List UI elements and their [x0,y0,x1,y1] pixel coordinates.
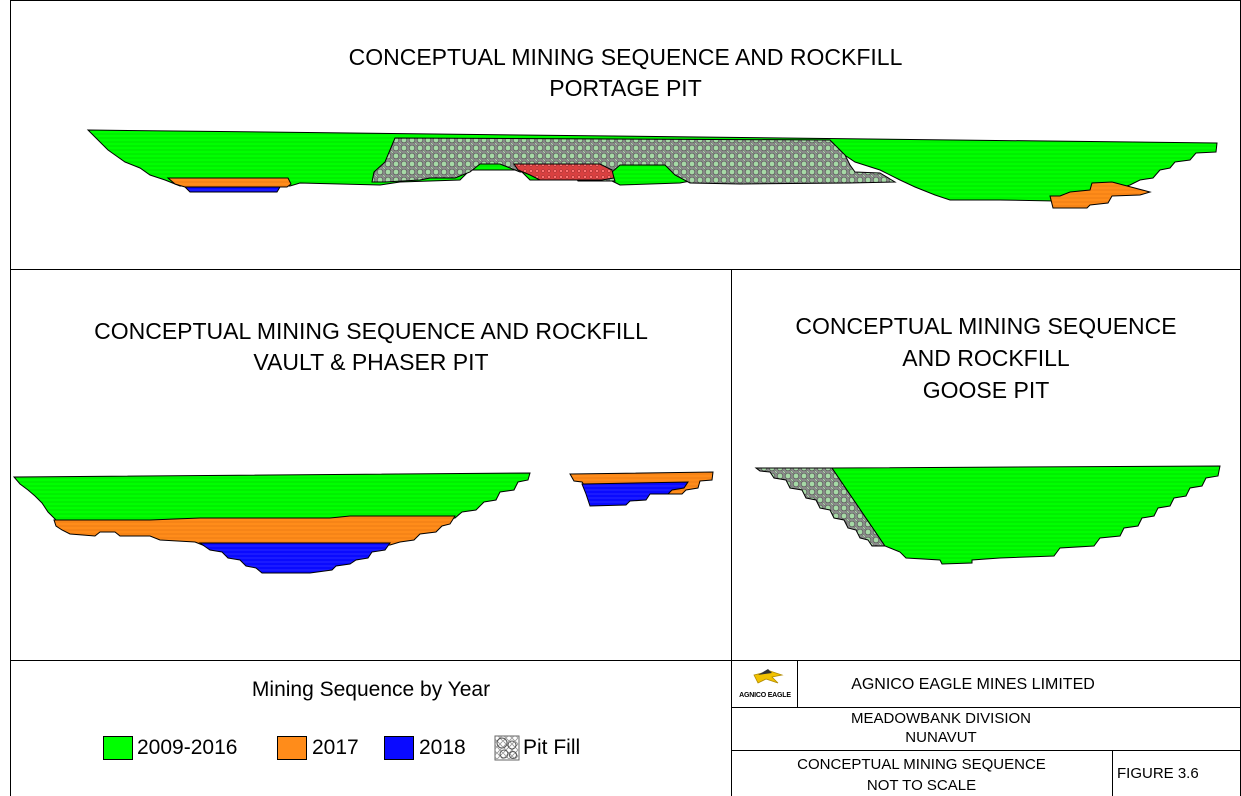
logo-text: AGNICO EAGLE [739,692,791,699]
vault-title-line2: VAULT & PHASER PIT [253,349,489,375]
vault-orange-zone [53,515,456,547]
portage-right-2017-zone [1049,181,1152,209]
portage-pit-fill-zone [371,137,897,185]
figure-number: FIGURE 3.6 [1117,765,1199,782]
goose-title-line3: GOOSE PIT [922,377,1050,403]
portage-title-line1: CONCEPTUAL MINING SEQUENCE AND ROCKFILL [348,44,903,70]
legend-label-2018: 2018 [419,736,466,759]
goose-pit-section [754,465,1221,565]
company-name: AGNICO EAGLE MINES LIMITED [851,676,1095,693]
divider-line [731,707,1241,708]
phaser-blue-zone [581,481,689,507]
drawing-title-line1: CONCEPTUAL MINING SEQUENCE [797,756,1046,773]
portage-left-2017-zone [166,177,292,188]
legend-label-pit-fill: Pit Fill [523,736,581,759]
division-line2: NUNAVUT [905,729,977,746]
legend-swatch-2009-2016 [103,736,133,760]
vault-title: CONCEPTUAL MINING SEQUENCE AND ROCKFILL … [10,316,732,378]
legend-title: Mining Sequence by Year [251,678,491,701]
pit-fill-legend-icon [494,735,520,761]
goose-title-line2: AND ROCKFILL [902,345,1070,371]
division-line1: MEADOWBANK DIVISION [850,710,1032,727]
divider-line [1112,750,1113,796]
drawing-title-line2: NOT TO SCALE [866,777,977,794]
goose-green-zone [831,465,1221,565]
portage-pit-section [86,129,1218,209]
legend-label-2017: 2017 [312,736,359,759]
vault-pit-section [12,472,531,574]
goose-title-line1: CONCEPTUAL MINING SEQUENCE [795,313,1177,339]
portage-left-2018-zone [183,186,281,193]
phaser-pit-section [569,471,714,507]
vault-blue-zone [198,542,391,574]
divider-line [731,750,1241,751]
vault-title-line1: CONCEPTUAL MINING SEQUENCE AND ROCKFILL [94,318,648,344]
portage-title-line2: PORTAGE PIT [549,75,702,101]
agnico-eagle-logo [753,669,784,684]
legend-swatch-2017 [277,736,307,760]
vault-green-zone [12,472,531,523]
legend-swatch-2018 [384,736,414,760]
goose-pit-fill-zone [754,467,886,547]
goose-title: CONCEPTUAL MINING SEQUENCE AND ROCKFILL … [731,310,1241,406]
portage-title: CONCEPTUAL MINING SEQUENCE AND ROCKFILL … [10,42,1241,104]
portage-red-zone [513,163,615,181]
legend-label-2009-2016: 2009-2016 [137,736,238,759]
